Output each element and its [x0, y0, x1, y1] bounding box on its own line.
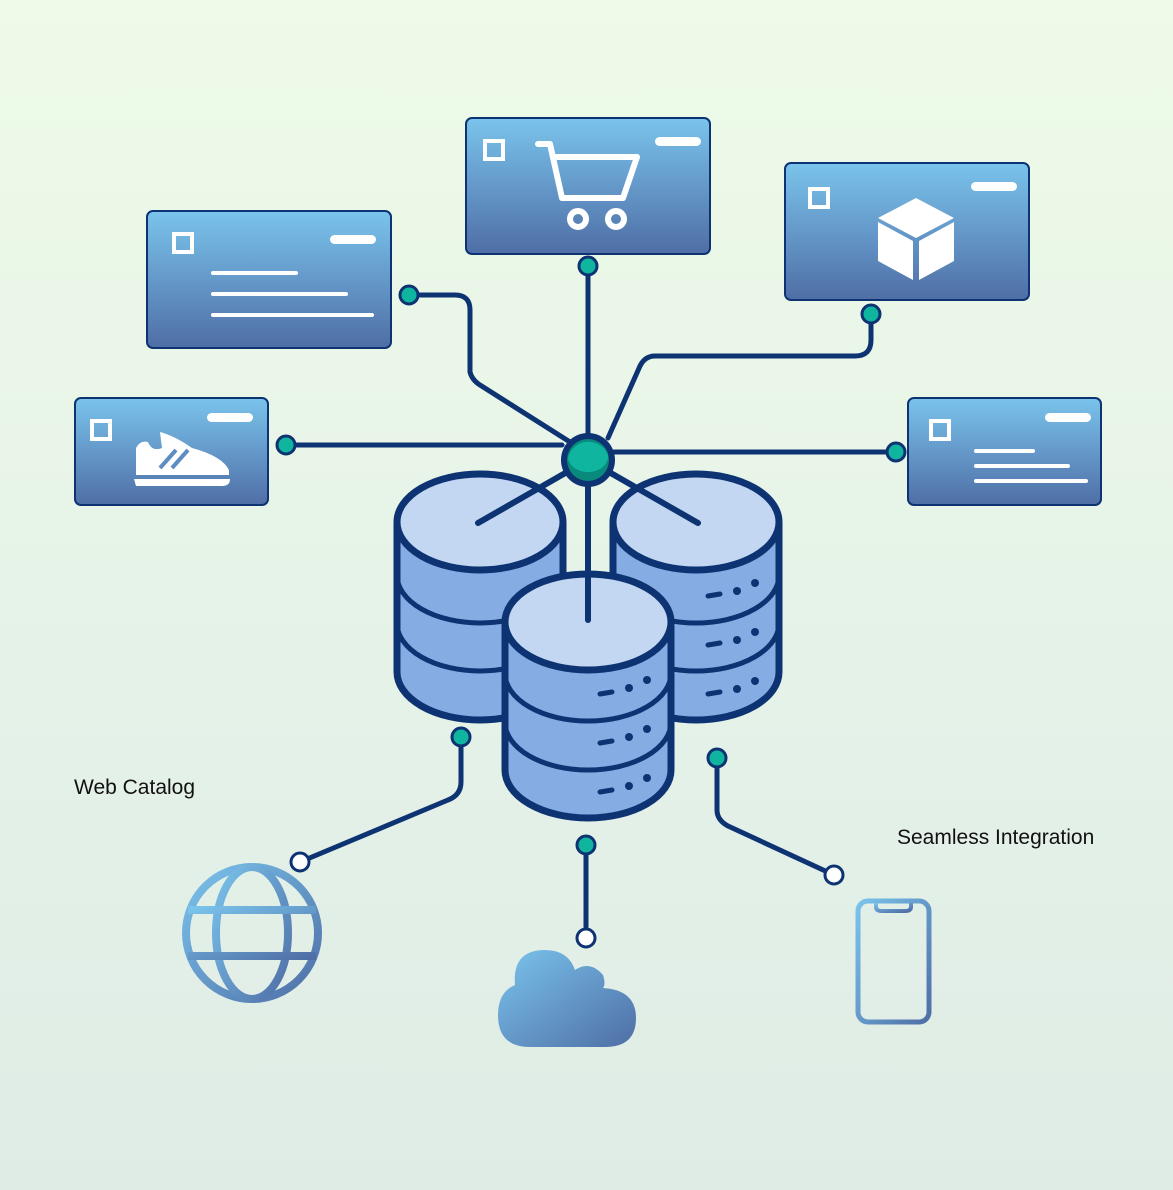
sneaker-icon: [134, 432, 230, 486]
document-lines-icon: [211, 271, 374, 317]
hub-node: [561, 433, 615, 487]
smartphone-icon: [855, 898, 932, 1025]
card-box: [784, 162, 1030, 301]
globe-icon: [182, 863, 322, 1003]
document-lines-icon: [974, 449, 1088, 483]
box-icon: [878, 198, 954, 280]
database-front: [501, 467, 675, 822]
card-document: [146, 210, 392, 349]
card-shopping-cart: [465, 117, 711, 255]
card-sneaker: [74, 397, 269, 506]
card-document-right: [907, 397, 1102, 506]
seamless-integration-label: Seamless Integration: [897, 826, 1095, 849]
connector-lines: [283, 263, 899, 941]
connection-dots: [275, 255, 907, 949]
checkbox-icon: [172, 232, 194, 254]
cloud-icon: [498, 950, 636, 1047]
web-catalog-label: Web Catalog: [74, 776, 196, 799]
shopping-cart-icon: [535, 141, 640, 230]
